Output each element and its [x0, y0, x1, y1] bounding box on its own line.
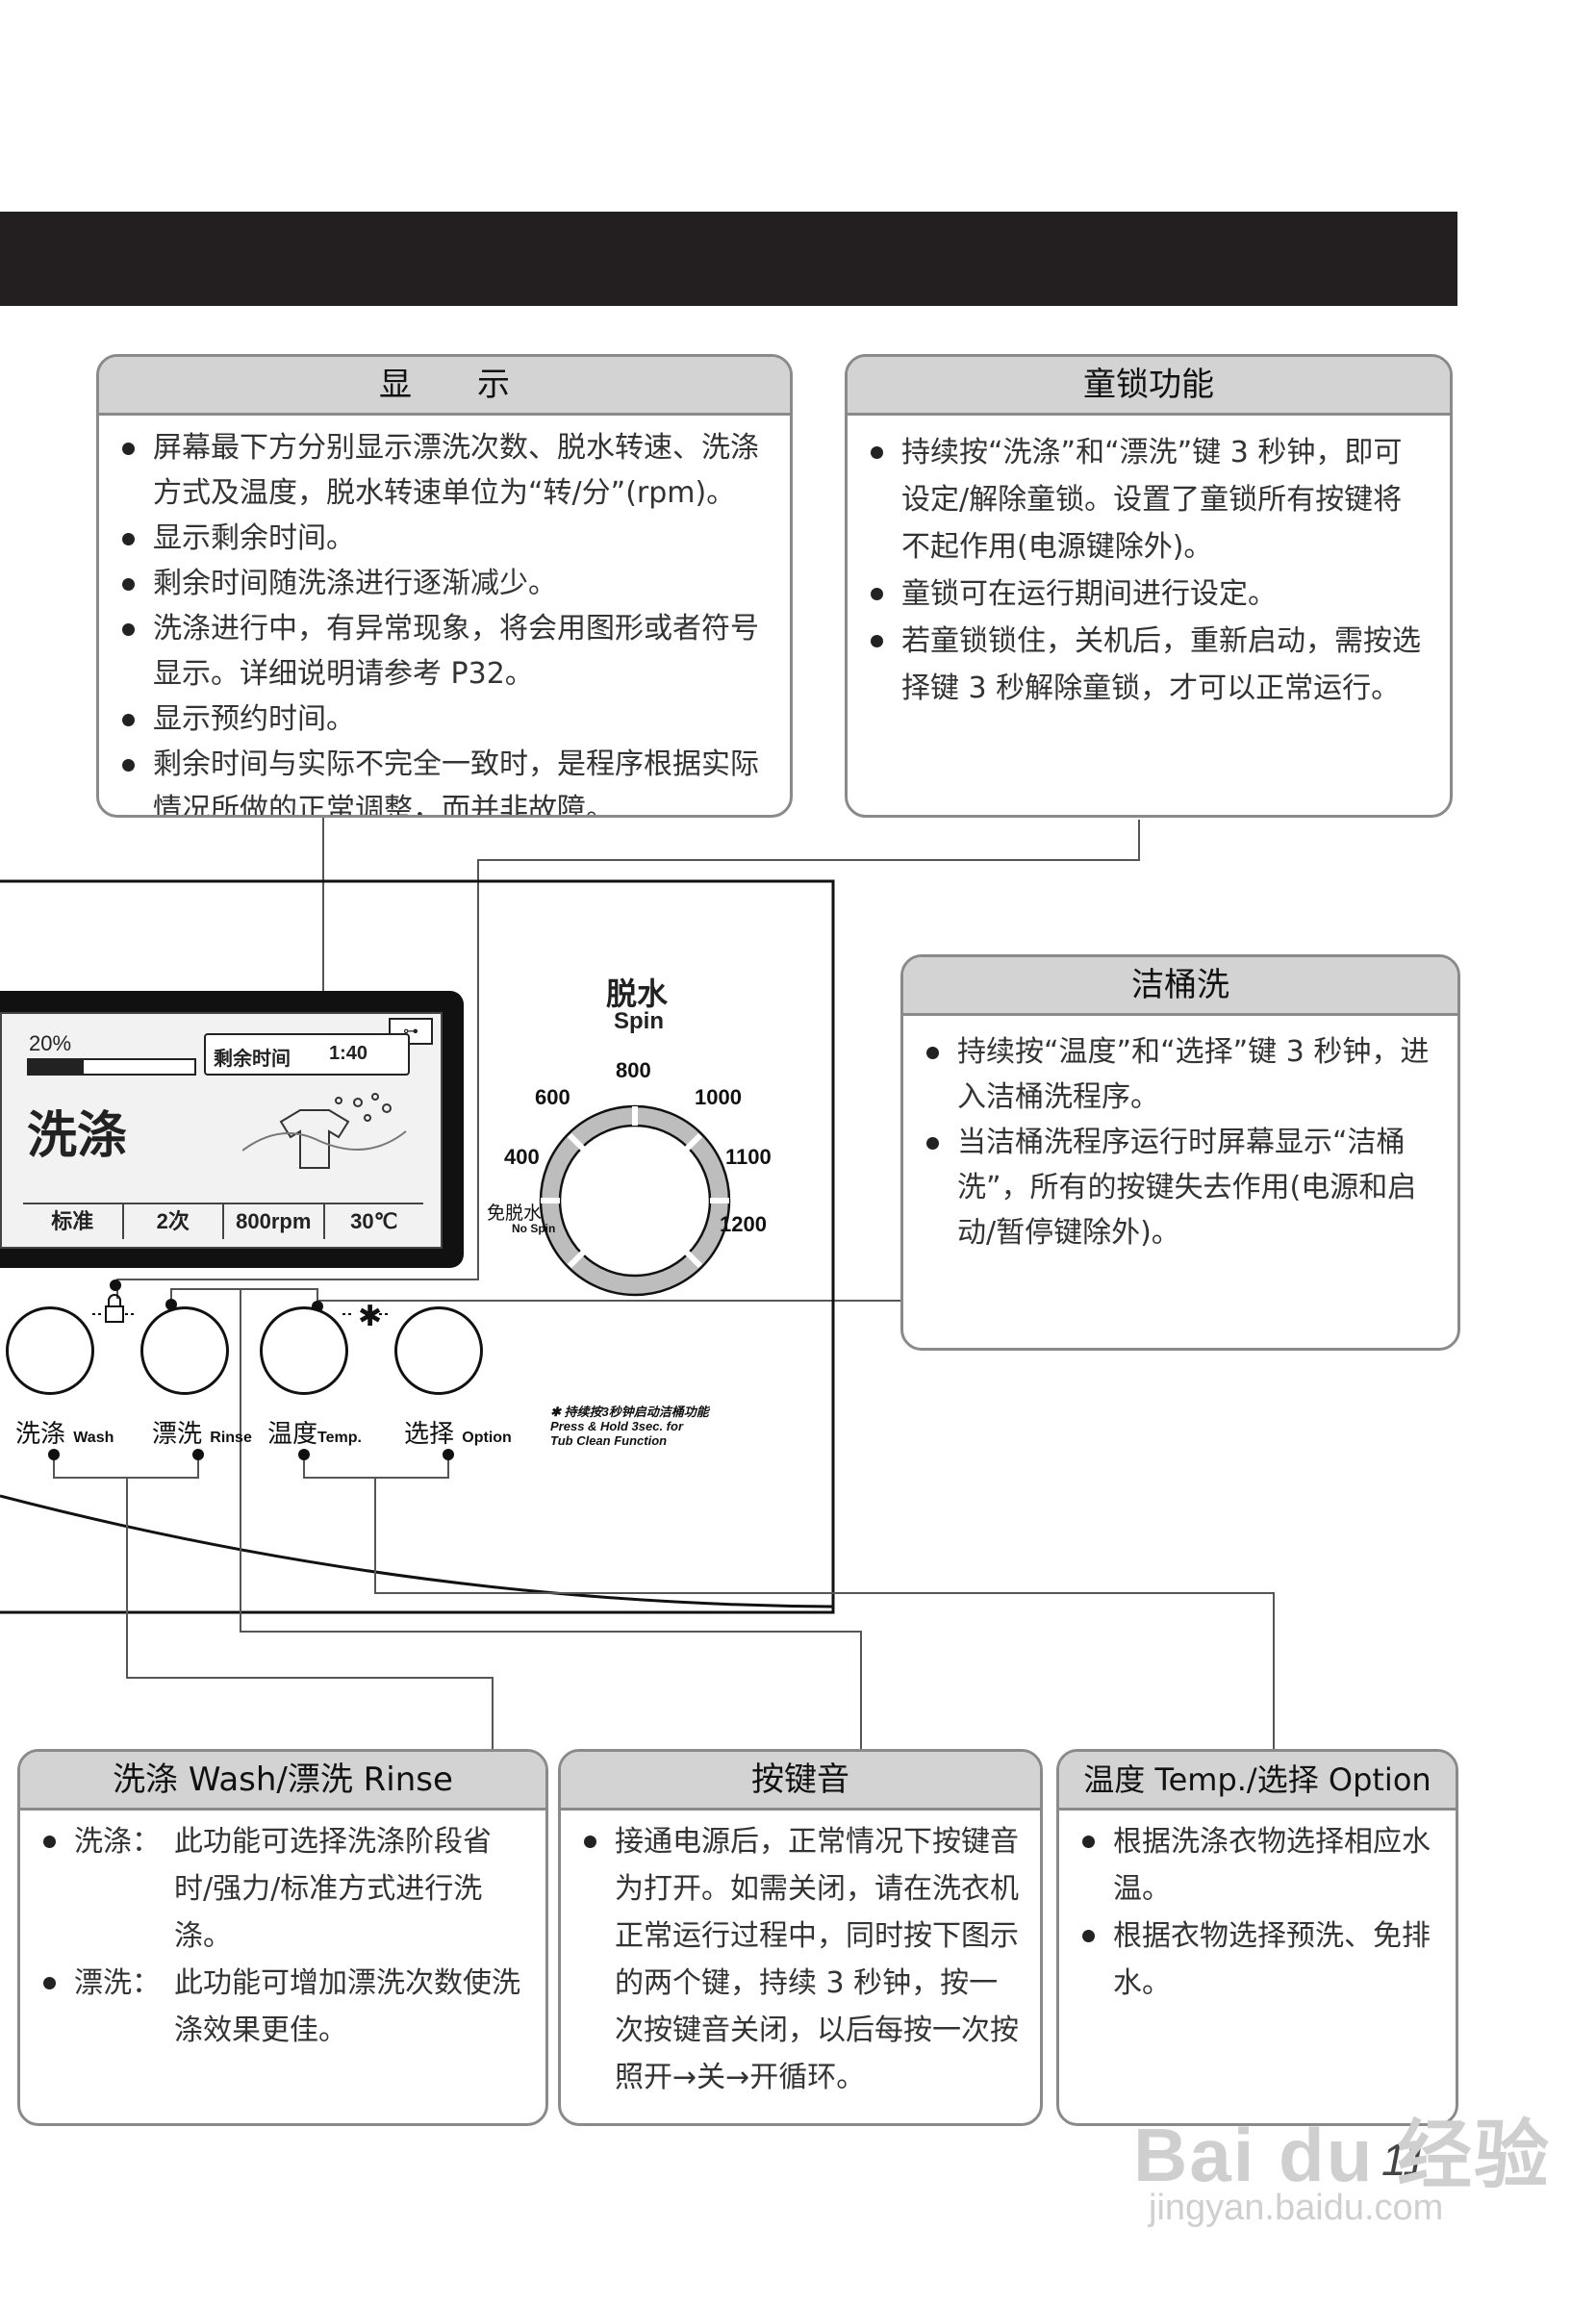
list-item: 漂洗： 此功能可增加漂洗次数使洗涤效果更佳。: [38, 1960, 524, 2054]
temp-option-title: 温度 Temp./选择 Option: [1059, 1752, 1456, 1811]
list-item: 若童锁锁住，关机后，重新启动，需按选择键 3 秒解除童锁，才可以正常运行。: [865, 618, 1429, 712]
display-title: 显 示: [99, 357, 790, 416]
connector-dot: [192, 1449, 204, 1460]
spin-title-cn: 脱水: [606, 976, 669, 1011]
spin-800[interactable]: 800: [616, 1058, 651, 1082]
temp-button[interactable]: [260, 1306, 348, 1395]
child-lock-callout: 童锁功能 持续按“洗涤”和“漂洗”键 3 秒钟，即可设定/解除童锁。设置了童锁所…: [845, 354, 1453, 818]
remaining-label: 剩余时间: [214, 1049, 291, 1070]
list-item: 持续按“洗涤”和“漂洗”键 3 秒钟，即可设定/解除童锁。设置了童锁所有按键将不…: [865, 429, 1429, 570]
lcd-rinse-count: 2次: [124, 1204, 224, 1239]
temp-option-list: 根据洗涤衣物选择相应水温。 根据衣物选择预洗、免排水。: [1059, 1811, 1456, 2007]
temp-label: 温度Temp.: [267, 1420, 362, 1449]
list-item: 洗涤： 此功能可选择洗涤阶段省时/强力/标准方式进行洗涤。: [38, 1818, 524, 1960]
star-icon: ✱: [358, 1300, 382, 1333]
tub-clean-callout: 洁桶洗 持续按“温度”和“选择”键 3 秒钟，进入洁桶洗程序。 当洁桶洗程序运行…: [900, 954, 1460, 1351]
rinse-desc: 此功能可增加漂洗次数使洗涤效果更佳。: [174, 1966, 520, 2047]
option-label: 选择 Option: [404, 1420, 512, 1449]
remaining-time: 剩余时间 1:40: [204, 1033, 410, 1076]
list-item: 剩余时间随洗涤进行逐渐减少。: [116, 561, 769, 606]
tub-clean-list: 持续按“温度”和“选择”键 3 秒钟，进入洁桶洗程序。 当洁桶洗程序运行时屏幕显…: [903, 1016, 1457, 1255]
key-sound-callout: 按键音 接通电源后，正常情况下按键音为打开。如需关闭，请在洗衣机正常运行过程中，…: [558, 1749, 1043, 2126]
display-callout: 显 示 屏幕最下方分别显示漂洗次数、脱水转速、洗涤方式及温度，脱水转速单位为“转…: [96, 354, 793, 818]
list-item: 显示预约时间。: [116, 697, 769, 742]
list-item: 根据洗涤衣物选择相应水温。: [1077, 1818, 1434, 1912]
list-item: 当洁桶洗程序运行时屏幕显示“洁桶洗”，所有的按键失去作用(电源和启动/暂停键除外…: [921, 1120, 1436, 1255]
wash-mode: 洗涤: [27, 1107, 128, 1165]
list-item: 接通电源后，正常情况下按键音为打开。如需关闭，请在洗衣机正常运行过程中，同时按下…: [578, 1818, 1019, 2101]
lcd-spin-speed: 800rpm: [224, 1204, 325, 1239]
spin-1200[interactable]: 1200: [720, 1212, 767, 1236]
lcd-bezel: ⊶ 20% 剩余时间 1:40 洗涤 标准 2次 800rpm 30℃: [0, 991, 464, 1268]
key-sound-list: 接通电源后，正常情况下按键音为打开。如需关闭，请在洗衣机正常运行过程中，同时按下…: [561, 1811, 1040, 2101]
progress-fill: [29, 1060, 84, 1074]
list-item: 显示剩余时间。: [116, 516, 769, 561]
tub-clean-note: ✱ 持续按3秒钟启动洁桶功能 Press & Hold 3sec. for Tu…: [550, 1405, 709, 1448]
spin-400[interactable]: 400: [504, 1145, 540, 1169]
remaining-value: 1:40: [329, 1043, 368, 1064]
list-item: 童锁可在运行期间进行设定。: [865, 570, 1429, 618]
connector-dot: [48, 1449, 60, 1460]
rinse-term: 漂洗：: [74, 1966, 161, 2000]
display-list: 屏幕最下方分别显示漂洗次数、脱水转速、洗涤方式及温度，脱水转速单位为“转/分”(…: [99, 416, 790, 815]
laundry-icon: [242, 1093, 407, 1169]
watermark-url: jingyan.baidu.com: [1149, 2188, 1444, 2228]
wash-rinse-callout: 洗涤 Wash/漂洗 Rinse 洗涤： 此功能可选择洗涤阶段省时/强力/标准方式…: [17, 1749, 548, 2126]
watermark-brand: Bai du 经验: [1133, 2113, 1552, 2197]
rinse-label: 漂洗 Rinse: [152, 1420, 252, 1449]
rinse-button[interactable]: [140, 1306, 229, 1395]
spin-1000[interactable]: 1000: [695, 1085, 742, 1109]
wash-label: 洗涤 Wash: [15, 1420, 114, 1449]
list-item: 剩余时间与实际不完全一致时，是程序根据实际情况所做的正常调整，而并非故障。: [116, 742, 769, 815]
connector-dot: [110, 1279, 121, 1291]
no-spin-en[interactable]: No Spin: [512, 1222, 556, 1235]
connector-dot: [298, 1449, 310, 1460]
wash-button[interactable]: [6, 1306, 94, 1395]
lcd-temperature: 30℃: [350, 1209, 398, 1233]
key-sound-title: 按键音: [561, 1752, 1040, 1811]
lcd-course: 标准: [23, 1204, 124, 1239]
page-number: 11: [1381, 2135, 1428, 2185]
header-bar: [0, 212, 1457, 306]
list-item: 持续按“温度”和“选择”键 3 秒钟，进入洁桶洗程序。: [921, 1029, 1436, 1120]
spin-600[interactable]: 600: [535, 1085, 570, 1109]
option-button[interactable]: [394, 1306, 483, 1395]
list-item: 洗涤进行中，有异常现象，将会用图形或者符号显示。详细说明请参考 P32。: [116, 606, 769, 697]
list-item: 屏幕最下方分别显示漂洗次数、脱水转速、洗涤方式及温度，脱水转速单位为“转/分”(…: [116, 425, 769, 516]
no-spin-cn[interactable]: 免脱水: [487, 1203, 543, 1224]
child-lock-title: 童锁功能: [848, 357, 1450, 416]
wash-rinse-title: 洗涤 Wash/漂洗 Rinse: [20, 1752, 545, 1811]
lcd-screen: ⊶ 20% 剩余时间 1:40 洗涤 标准 2次 800rpm 30℃: [0, 1012, 443, 1249]
tub-clean-title: 洁桶洗: [903, 957, 1457, 1016]
wash-desc: 此功能可选择洗涤阶段省时/强力/标准方式进行洗涤。: [174, 1825, 492, 1953]
temp-option-callout: 温度 Temp./选择 Option 根据洗涤衣物选择相应水温。 根据衣物选择预…: [1056, 1749, 1458, 2126]
progress-percent: 20%: [29, 1031, 72, 1055]
progress-bar: [27, 1058, 196, 1076]
connector-dot: [443, 1449, 454, 1460]
child-lock-list: 持续按“洗涤”和“漂洗”键 3 秒钟，即可设定/解除童锁。设置了童锁所有按键将不…: [848, 416, 1450, 712]
spin-1100[interactable]: 1100: [725, 1145, 772, 1169]
wash-rinse-list: 洗涤： 此功能可选择洗涤阶段省时/强力/标准方式进行洗涤。 漂洗： 此功能可增加漂洗…: [20, 1811, 545, 2054]
list-item: 根据衣物选择预洗、免排水。: [1077, 1912, 1434, 2007]
lcd-status-row: 标准 2次 800rpm 30℃: [23, 1203, 423, 1239]
spin-title-en: Spin: [614, 1008, 664, 1034]
wash-term: 洗涤：: [74, 1825, 161, 1859]
watermark: Bai du 经验 jingyan.baidu.com: [1133, 2095, 1552, 2228]
